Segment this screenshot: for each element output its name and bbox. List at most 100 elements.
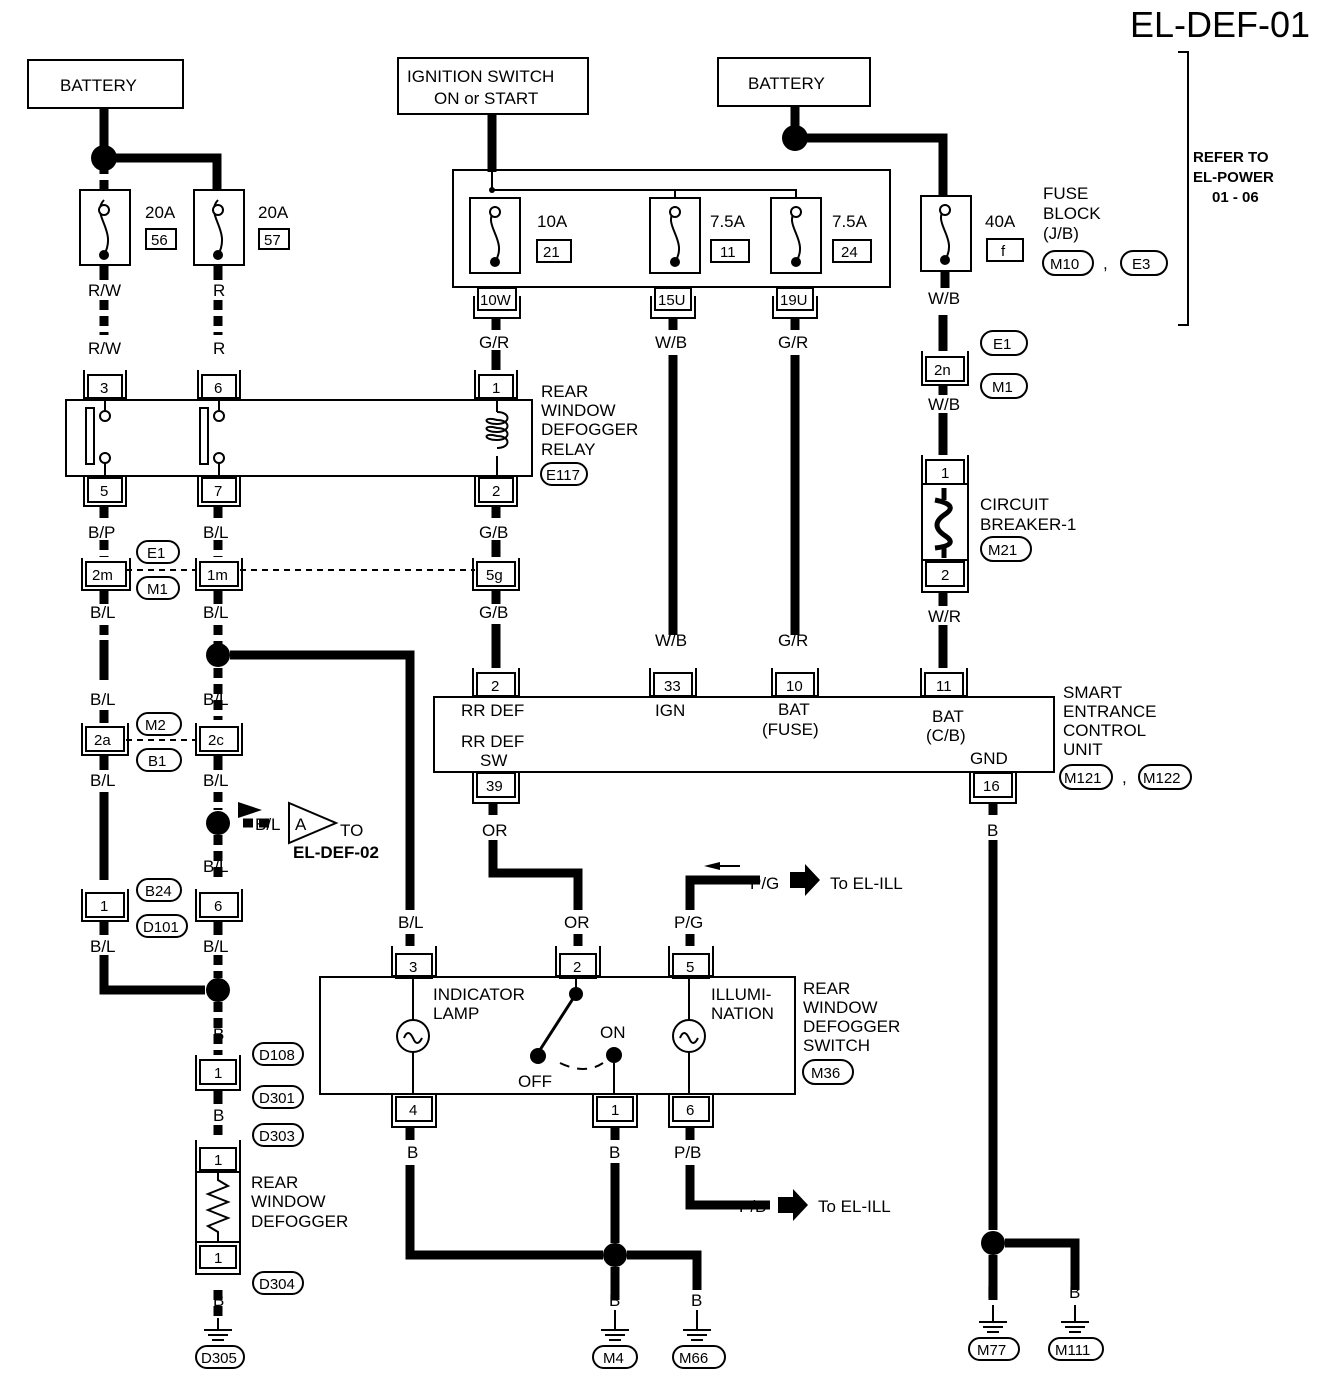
- svg-text:3: 3: [409, 959, 417, 976]
- svg-text:P/B: P/B: [674, 1143, 701, 1162]
- svg-text:6: 6: [686, 1102, 694, 1119]
- svg-text:20A: 20A: [258, 203, 289, 222]
- svg-text:SWITCH: SWITCH: [803, 1036, 870, 1055]
- smart-entrance-control-unit: 2 33 10 11 39 16 RR DEF IGN BAT (FUSE) B…: [433, 668, 1192, 815]
- svg-text:B/L: B/L: [203, 857, 229, 876]
- svg-text:TO: TO: [340, 821, 363, 840]
- svg-text:R/W: R/W: [88, 281, 121, 300]
- svg-text:B/L: B/L: [203, 690, 229, 709]
- svg-text:LAMP: LAMP: [433, 1004, 479, 1023]
- svg-text:19U: 19U: [780, 292, 808, 309]
- svg-text:2: 2: [492, 483, 500, 500]
- fuse-terminals: 10W 15U 19U: [473, 287, 818, 330]
- svg-text:B/L: B/L: [90, 771, 116, 790]
- svg-text:R: R: [213, 339, 225, 358]
- svg-text:BREAKER-1: BREAKER-1: [980, 515, 1076, 534]
- svg-text:B: B: [987, 1283, 998, 1302]
- svg-text:B/P: B/P: [88, 523, 115, 542]
- svg-text:11: 11: [936, 678, 952, 695]
- joint-2m-1m: 2m 1m 5g E1 M1: [81, 540, 520, 604]
- svg-text:W/B: W/B: [655, 333, 687, 352]
- svg-text:G/B: G/B: [479, 523, 508, 542]
- svg-text:1: 1: [492, 380, 500, 397]
- battery-left: BATTERY: [27, 59, 184, 109]
- svg-text:B/L: B/L: [90, 937, 116, 956]
- svg-text:M77: M77: [977, 1342, 1006, 1359]
- svg-text:P/G: P/G: [750, 874, 779, 893]
- rear-defogger-switch: 3 2 5 4 1 6 INDICATOR LAMP: [319, 934, 900, 1140]
- svg-text:NATION: NATION: [711, 1004, 774, 1023]
- svg-text:BLOCK: BLOCK: [1043, 204, 1101, 223]
- svg-text:ON: ON: [600, 1023, 626, 1042]
- joint-2n: 2n E1 M1: [921, 330, 1028, 399]
- svg-text:B/L: B/L: [398, 913, 424, 932]
- svg-text:56: 56: [151, 232, 168, 249]
- svg-text:M4: M4: [603, 1350, 624, 1367]
- svg-text:W/B: W/B: [928, 395, 960, 414]
- svg-text:B: B: [609, 1291, 620, 1310]
- svg-text:15U: 15U: [658, 292, 686, 309]
- svg-text:1: 1: [100, 898, 108, 915]
- svg-text:B: B: [691, 1291, 702, 1310]
- svg-text:B: B: [213, 1106, 224, 1125]
- svg-text:M122: M122: [1143, 770, 1181, 787]
- svg-text:SMART: SMART: [1063, 683, 1122, 702]
- svg-text:D108: D108: [259, 1047, 295, 1064]
- svg-text:B/L: B/L: [203, 603, 229, 622]
- svg-text:CIRCUIT: CIRCUIT: [980, 495, 1049, 514]
- svg-text:OFF: OFF: [518, 1072, 552, 1091]
- svg-text:10A: 10A: [537, 212, 568, 231]
- svg-text:10: 10: [786, 678, 803, 695]
- svg-text:OR: OR: [564, 913, 590, 932]
- svg-text:,: ,: [1122, 768, 1127, 787]
- joint-2a-2c: 2a 2c M2 B1: [81, 710, 243, 772]
- svg-text:IGN: IGN: [655, 701, 685, 720]
- svg-text:OR: OR: [482, 821, 508, 840]
- svg-text:7.5A: 7.5A: [832, 212, 868, 231]
- svg-text:,: ,: [1103, 254, 1108, 273]
- svg-text:W/B: W/B: [655, 631, 687, 650]
- svg-text:M66: M66: [679, 1350, 708, 1367]
- svg-text:20A: 20A: [145, 203, 176, 222]
- switch-wire-labels: B/L OR P/G B B P/B: [398, 913, 703, 1162]
- svg-text:39: 39: [486, 778, 503, 795]
- svg-text:E1: E1: [993, 336, 1011, 353]
- svg-text:5: 5: [100, 483, 108, 500]
- svg-text:1: 1: [214, 1250, 222, 1267]
- svg-text:2: 2: [941, 567, 949, 584]
- svg-text:E117: E117: [546, 467, 580, 484]
- svg-text:B1: B1: [148, 753, 166, 770]
- svg-text:To EL-ILL: To EL-ILL: [818, 1197, 891, 1216]
- to-el-ill-bottom: P/B To EL-ILL: [739, 1189, 891, 1221]
- svg-text:1: 1: [214, 1152, 222, 1169]
- svg-text:B/L: B/L: [203, 523, 229, 542]
- svg-text:IGNITION SWITCH: IGNITION SWITCH: [407, 67, 554, 86]
- svg-text:1: 1: [611, 1102, 619, 1119]
- svg-text:21: 21: [543, 244, 560, 261]
- svg-text:B: B: [1069, 1283, 1080, 1302]
- fuse-56: 20A 56: [79, 189, 177, 280]
- joint-b24-d101: 1 6 B24 D101: [81, 878, 243, 938]
- svg-text:BAT: BAT: [932, 707, 964, 726]
- ground-d305: D305: [195, 1318, 245, 1369]
- svg-text:P/G: P/G: [674, 913, 703, 932]
- wire-labels-mid: B/P B/L G/B B/L B/L G/B W/B G/R W/R W/B …: [88, 395, 961, 956]
- svg-text:WINDOW: WINDOW: [541, 401, 616, 420]
- svg-text:M121: M121: [1064, 770, 1102, 787]
- svg-text:W/R: W/R: [928, 607, 961, 626]
- svg-text:B: B: [213, 1025, 224, 1044]
- svg-text:2: 2: [491, 678, 499, 695]
- svg-text:2m: 2m: [92, 567, 113, 584]
- svg-text:ILLUMI-: ILLUMI-: [711, 985, 771, 1004]
- svg-text:D303: D303: [259, 1128, 295, 1145]
- fuse-21: 10A 21: [469, 197, 572, 274]
- svg-text:B/L: B/L: [90, 603, 116, 622]
- svg-text:RELAY: RELAY: [541, 440, 596, 459]
- svg-text:7: 7: [214, 483, 222, 500]
- svg-text:B: B: [609, 1143, 620, 1162]
- svg-text:(FUSE): (FUSE): [762, 720, 819, 739]
- svg-text:E3: E3: [1132, 256, 1150, 273]
- fuse-block-label: FUSE BLOCK (J/B) M10 , E3: [1042, 184, 1168, 276]
